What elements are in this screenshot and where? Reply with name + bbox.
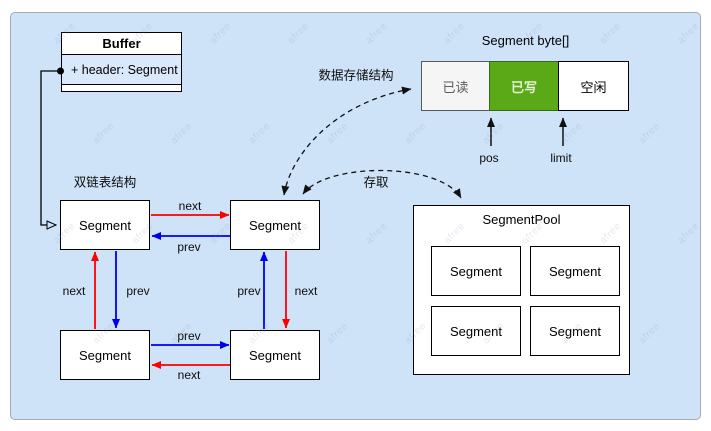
segment-pool-title: SegmentPool: [482, 212, 561, 227]
segment-node-bottom-left: Segment: [60, 330, 150, 380]
segment-byte-array-bar: 已读 已写 空闲: [421, 61, 630, 111]
segment-node-top-right: Segment: [230, 200, 320, 250]
pointer-label-pos: pos: [479, 151, 499, 165]
edge-label-prev-right: prev: [237, 284, 261, 298]
buffer-class-box: Buffer + header: Segment: [61, 32, 182, 92]
edge-label-prev-top: prev: [177, 240, 201, 254]
buffer-methods-compartment: [62, 85, 181, 91]
annotation-storage-structure: 数据存储结构: [318, 68, 394, 83]
segment-pool-box: SegmentPool Segment Segment Segment Segm…: [413, 205, 630, 375]
pool-segment-2: Segment: [530, 246, 620, 296]
edge-label-next-left: next: [62, 284, 86, 298]
segment-node-bottom-right: Segment: [230, 330, 320, 380]
pool-segment-3: Segment: [431, 306, 521, 356]
pointer-label-limit: limit: [550, 151, 572, 165]
cell-free: 空闲: [558, 61, 629, 111]
cell-read: 已读: [421, 61, 490, 111]
annotation-access: 存取: [363, 175, 389, 190]
pool-segment-1: Segment: [431, 246, 521, 296]
edge-label-prev-bottom: prev: [177, 329, 201, 343]
buffer-class-title: Buffer: [62, 33, 181, 55]
edge-label-next-right: next: [294, 284, 318, 298]
segment-byte-array-title: Segment byte[]: [481, 33, 570, 48]
segment-byte-array: Segment byte[] 已读 已写 空闲: [421, 33, 630, 111]
buffer-header-attribute: + header: Segment: [62, 55, 181, 85]
linked-list-section-label: 双链表结构: [73, 175, 137, 190]
edge-label-next-top: next: [178, 199, 202, 213]
edge-label-prev-left: prev: [126, 284, 150, 298]
cell-written: 已写: [489, 61, 559, 111]
pool-segment-4: Segment: [530, 306, 620, 356]
edge-label-next-bottom: next: [177, 368, 201, 382]
segment-node-top-left: Segment: [60, 200, 150, 250]
